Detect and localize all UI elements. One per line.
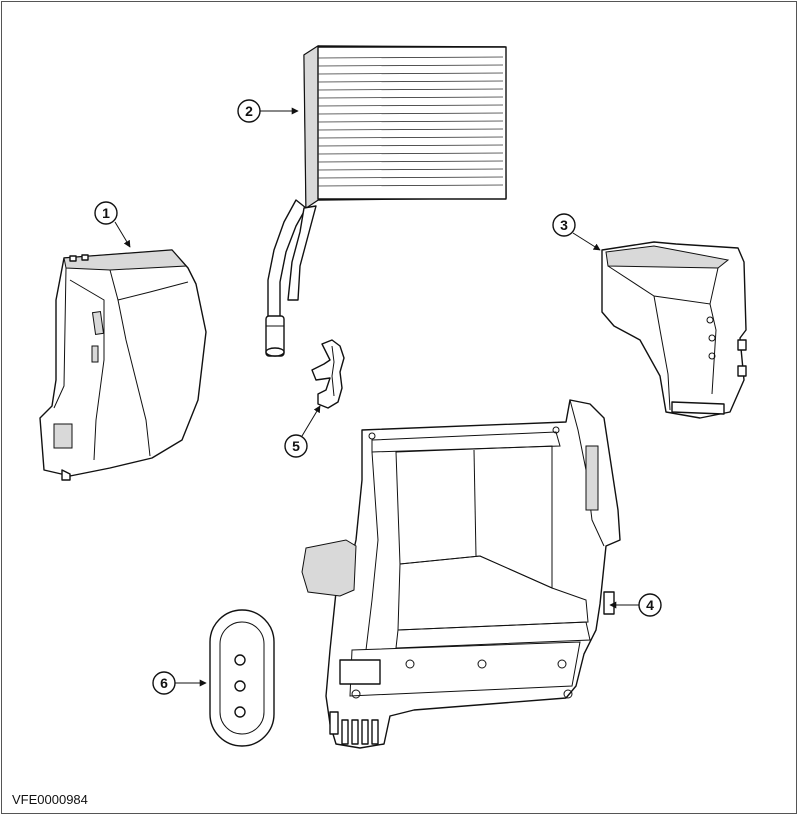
- callout-3-number: 3: [560, 217, 568, 233]
- callout-4-number: 4: [646, 597, 654, 613]
- part-1-left-casing: [39, 249, 207, 481]
- part-4-main-housing: [301, 399, 621, 749]
- callout-1: 1: [94, 201, 131, 248]
- callout-2: 2: [237, 99, 299, 123]
- callout-5-arrow: [301, 405, 321, 437]
- callout-1-arrow: [114, 221, 131, 248]
- callout-5-number: 5: [292, 438, 300, 454]
- callout-3-arrow: [572, 232, 601, 251]
- callout-6: 6: [152, 671, 207, 695]
- callout-6-number: 6: [160, 675, 168, 691]
- callout-4: 4: [609, 593, 662, 617]
- callout-1-number: 1: [102, 205, 110, 221]
- reference-code: VFE0000984: [12, 792, 88, 807]
- callout-5-badge: [284, 434, 308, 458]
- callout-1-badge: [94, 201, 118, 225]
- part-3-right-casing: [601, 241, 747, 419]
- callout-5: 5: [284, 405, 321, 458]
- part-6-grommet-seal: [209, 609, 275, 747]
- callout-3: 3: [552, 213, 601, 251]
- heater-core-fins: [318, 56, 503, 187]
- part-5-clip: [311, 339, 345, 409]
- callout-3-badge: [552, 213, 576, 237]
- part-2-heater-core: [265, 45, 507, 357]
- callout-2-number: 2: [245, 103, 253, 119]
